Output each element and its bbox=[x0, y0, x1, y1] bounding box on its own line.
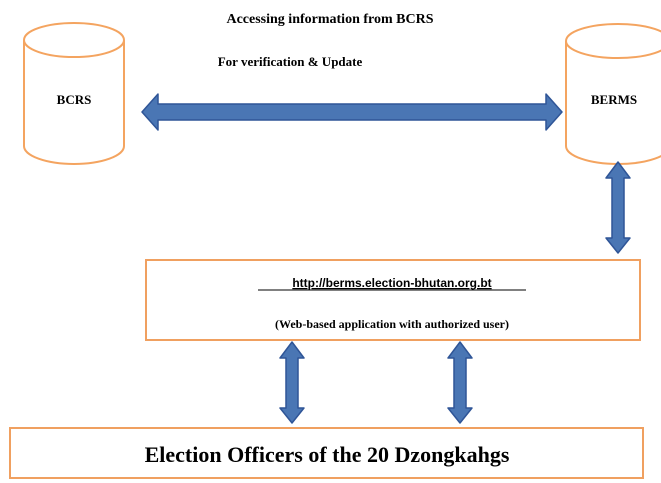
web-application-description: (Web-based application with authorized u… bbox=[275, 317, 509, 331]
election-officers-label: Election Officers of the 20 Dzongkahgs bbox=[145, 442, 510, 467]
election-officers-box bbox=[9, 427, 644, 479]
web-application-box bbox=[145, 259, 641, 341]
berms-database-icon bbox=[565, 23, 661, 165]
header-line-2: For verification & Update bbox=[218, 54, 363, 69]
berms-label: BERMS bbox=[591, 92, 637, 107]
berms-webapp-double-arrow bbox=[605, 161, 631, 254]
bcrs-label: BCRS bbox=[57, 92, 92, 107]
webapp-officers-right-double-arrow bbox=[447, 341, 473, 424]
bcrs-database-icon bbox=[23, 22, 125, 165]
bcrs-berms-double-arrow bbox=[141, 93, 563, 131]
webapp-officers-left-double-arrow bbox=[279, 341, 305, 424]
web-application-url: http://berms.election-bhutan.org.bt bbox=[292, 276, 491, 290]
header-line-1: Accessing information from BCRS bbox=[226, 12, 433, 27]
